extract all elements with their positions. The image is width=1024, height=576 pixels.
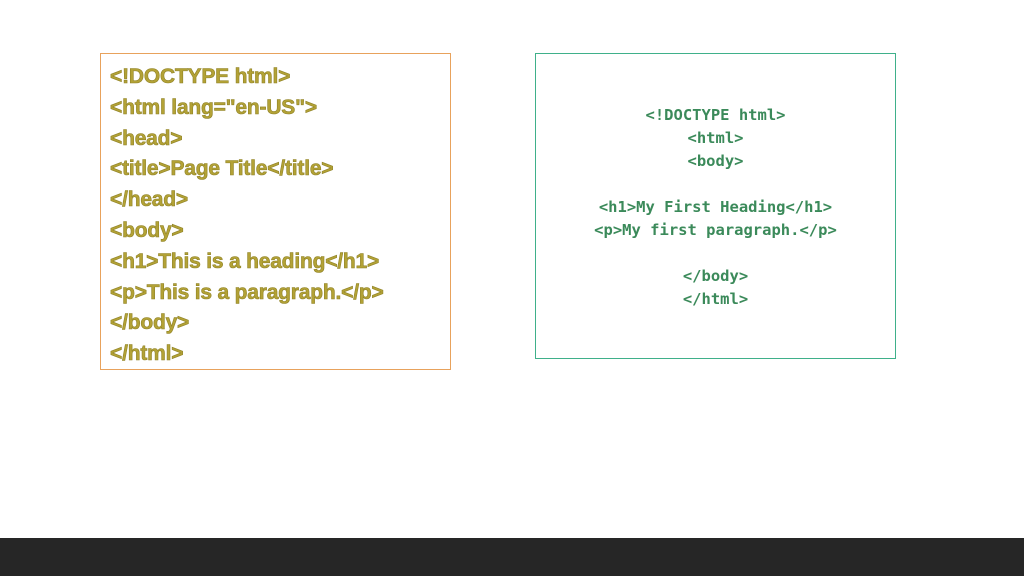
code-line-body-open: <body>: [687, 152, 744, 170]
code-line-p: <p>My first paragraph.</p>: [594, 221, 837, 239]
code-line-head-open: <head>: [110, 126, 183, 150]
code-line-body-open: <body>: [110, 218, 184, 243]
code-line-doctype: <!DOCTYPE html>: [645, 106, 786, 124]
code-line-html-close: </html>: [110, 342, 184, 366]
html-code-box-left: <!DOCTYPE html> <html lang="en-US"> <hea…: [100, 53, 451, 370]
code-line-body-close: </body>: [110, 311, 190, 335]
code-line-html-open: <html lang="en-US">: [110, 95, 318, 119]
code-line-head-close: </head>: [110, 188, 189, 212]
bottom-bar: [0, 538, 1024, 576]
code-line-html-open: <html>: [687, 129, 744, 147]
code-line-h1: <h1>My First Heading</h1>: [598, 198, 833, 216]
code-line-blank: [536, 242, 895, 265]
code-line-doctype: <!DOCTYPE html>: [110, 65, 291, 89]
code-line-html-close: </html>: [682, 290, 749, 308]
code-line-body-close: </body>: [682, 267, 749, 285]
html-code-box-right: <!DOCTYPE html> <html> <body> <h1>My Fir…: [535, 53, 896, 359]
code-line-h1: <h1>This is a heading</h1>: [110, 249, 380, 273]
code-line-blank: [536, 173, 895, 196]
code-line-title: <title>Page Title</title>: [110, 157, 334, 181]
code-line-p: <p>This is a paragraph.</p>: [110, 280, 384, 304]
